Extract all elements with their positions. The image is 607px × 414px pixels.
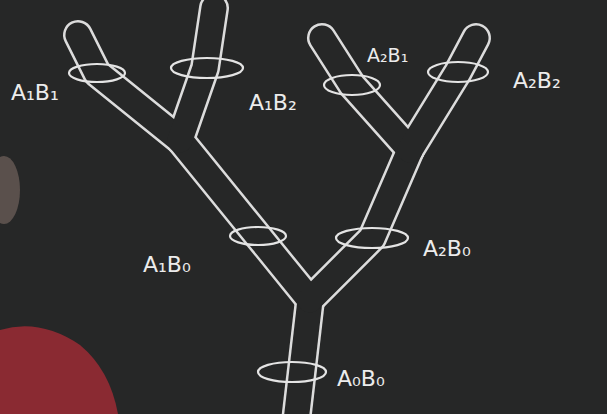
section-label: A₁B₂ <box>246 90 300 116</box>
section-label: A₂B₁ <box>364 44 411 67</box>
section-label: A₁B₀ <box>140 252 194 278</box>
branching-tube <box>78 8 476 414</box>
section-label: A₂B₀ <box>420 236 474 262</box>
section-label: A₂B₂ <box>510 68 564 94</box>
section-label: A₁B₁ <box>8 80 62 106</box>
presenter-head <box>0 156 20 224</box>
cross-section-rings <box>69 58 488 382</box>
presenter-shirt <box>0 326 118 414</box>
section-label: A₀B₀ <box>334 366 388 392</box>
presenter <box>0 156 118 414</box>
